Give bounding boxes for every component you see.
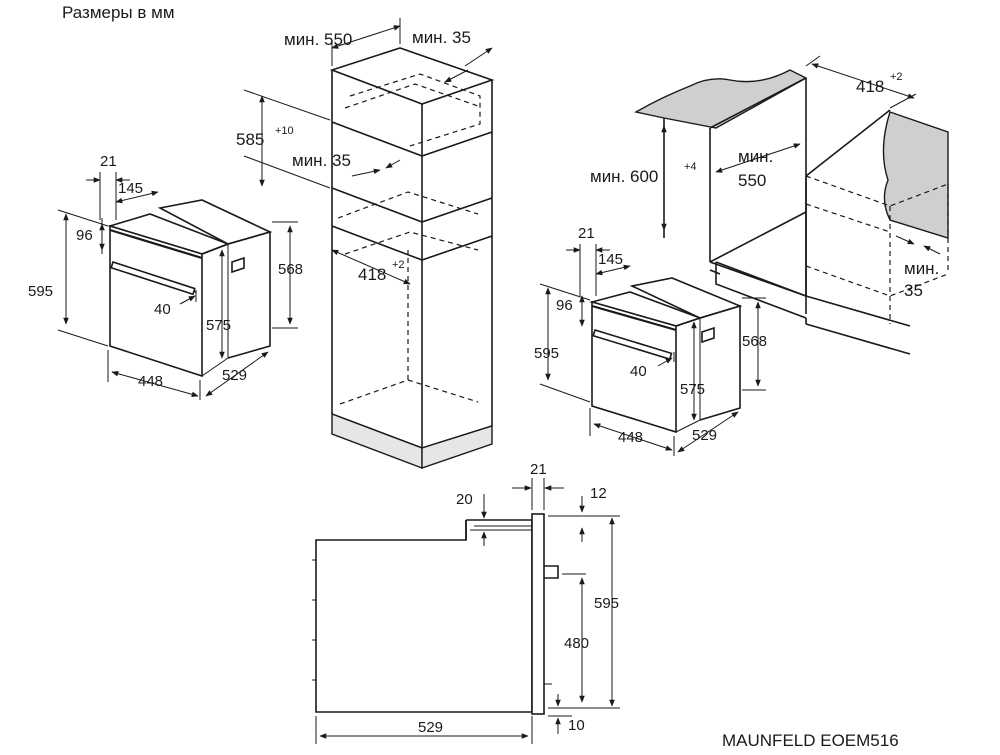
dim-min-550: мин. 550 [284,30,352,49]
dim-10-side: 10 [568,717,585,734]
dim-585: 585 [236,130,264,149]
dim-min-35-inner: мин. 35 [292,151,351,170]
model-name: MAUNFELD EOEM516 [722,731,899,750]
dim-595-left: 595 [28,283,53,300]
dim-529-left: 529 [222,367,247,384]
dim-96-right: 96 [556,297,573,314]
right-oven-dimensions: 21 145 96 595 40 568 575 448 529 [534,225,767,456]
dim-480-side: 480 [564,635,589,652]
dim-595-side: 595 [594,595,619,612]
tall-cabinet [329,47,495,470]
under-counter-dimensions: 418 +2 мин. 600 +4 мин. 550 мин. 35 [590,55,941,300]
left-oven-dimensions: 21 145 96 595 40 568 575 448 529 [28,153,303,400]
dim-568-right: 568 [742,333,767,350]
dim-21-side: 21 [530,461,547,478]
under-counter-cabinet [634,69,949,355]
dim-145-right: 145 [598,251,623,268]
dim-568-left: 568 [278,261,303,278]
left-oven [107,199,273,378]
oven-side-view [312,513,559,715]
dim-min-35-top: мин. 35 [412,28,471,47]
dim-40-left: 40 [154,301,171,318]
dim-min-600-tolerance: +4 [684,161,697,173]
dim-418-center-tolerance: +2 [392,259,405,271]
dim-min-word-550: мин. [738,147,773,166]
dim-575-left: 575 [206,317,231,334]
dim-418-right: 418 [856,77,884,96]
dim-575-right: 575 [680,381,705,398]
dim-12-side: 12 [590,485,607,502]
dim-529-side: 529 [418,719,443,736]
side-view-dimensions: 21 20 12 595 480 10 529 [315,461,620,744]
page-title: Размеры в мм [62,3,175,22]
dim-min-600: мин. 600 [590,167,658,186]
right-oven [588,277,743,434]
dim-529-right: 529 [692,427,717,444]
dim-145-left: 145 [118,180,143,197]
dim-40-right: 40 [630,363,647,380]
dim-96-left: 96 [76,227,93,244]
dim-21-left: 21 [100,153,117,170]
dim-min-word-35: мин. [904,259,939,278]
dim-20-side: 20 [456,491,473,508]
dim-35-right: 35 [904,281,923,300]
tall-cabinet-dimensions: мин. 550 мин. 35 585 +10 мин. 35 418 +2 [236,18,493,285]
dim-448-left: 448 [138,373,163,390]
dim-595-right: 595 [534,345,559,362]
dim-585-tolerance: +10 [275,125,294,137]
dim-550-right: 550 [738,171,766,190]
dim-418-center: 418 [358,265,386,284]
dim-448-right: 448 [618,429,643,446]
dim-21-right: 21 [578,225,595,242]
dim-418-right-tolerance: +2 [890,71,903,83]
